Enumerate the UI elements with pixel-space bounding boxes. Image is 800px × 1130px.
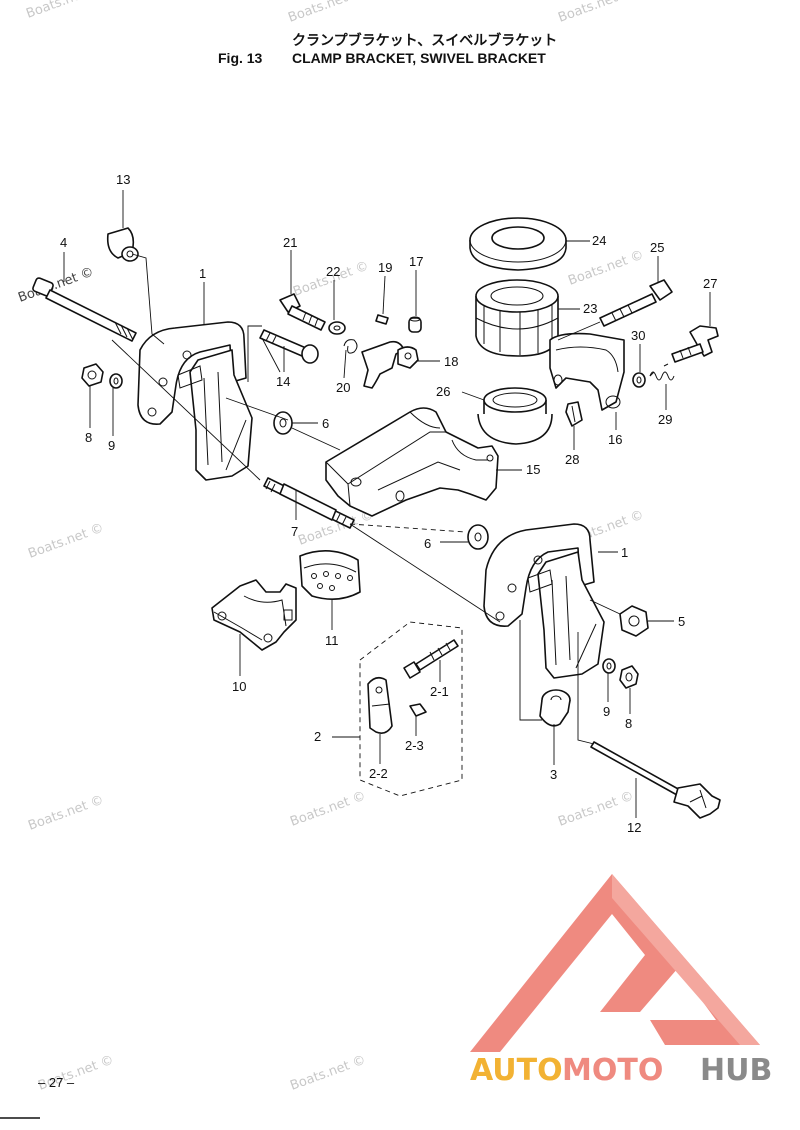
part-2-3-pin <box>409 703 427 717</box>
part-11-half-bushing <box>299 550 361 600</box>
part-8-nut-left <box>81 363 104 387</box>
callout-25: 25 <box>650 240 664 255</box>
figure-number: Fig. 13 <box>218 50 263 66</box>
watermark: Boats.net © <box>566 248 646 289</box>
leader-lines <box>63 190 711 818</box>
callout-2: 2 <box>314 729 321 744</box>
watermark: Boats.net © <box>26 793 106 834</box>
watermark: Boats.net © <box>556 0 636 26</box>
callout-2-2: 2-2 <box>369 766 388 781</box>
title-block: クランプブラケット、スイベルブラケット Fig. 13 CLAMP BRACKE… <box>218 32 557 66</box>
part-27-wing-bolt <box>671 325 719 363</box>
callout-3: 3 <box>550 767 557 782</box>
part-30-washer <box>632 372 646 388</box>
part-15-swivel-bracket <box>325 407 499 517</box>
part-2-1-bolt <box>403 639 459 679</box>
callout-9: 9 <box>603 704 610 719</box>
part-10-lower-mount <box>211 579 297 651</box>
callout-7: 7 <box>291 524 298 539</box>
logo-hub: HUB <box>700 1053 772 1088</box>
callout-26: 26 <box>436 384 450 399</box>
title-english: CLAMP BRACKET, SWIVEL BRACKET <box>292 50 546 66</box>
part-5-nut <box>619 605 649 637</box>
callout-6: 6 <box>424 536 431 551</box>
callout-27: 27 <box>703 276 717 291</box>
watermark: Boats.net © <box>288 1053 368 1094</box>
callout-9: 9 <box>108 438 115 453</box>
callout-12: 12 <box>627 820 641 835</box>
part-25-bolt <box>599 279 673 327</box>
callout-28: 28 <box>565 452 579 467</box>
callout-8: 8 <box>625 716 632 731</box>
part-26-bushing <box>477 387 553 445</box>
part-6-washer-upper <box>273 411 293 435</box>
title-japanese: クランプブラケット、スイベルブラケット <box>292 32 557 48</box>
callout-22: 22 <box>326 264 340 279</box>
callouts: 13 4 1 21 22 19 17 24 25 27 23 30 14 20 … <box>60 172 717 835</box>
part-12-rod <box>590 741 721 819</box>
callout-19: 19 <box>378 260 392 275</box>
callout-29: 29 <box>658 412 672 427</box>
logo-auto: AUTO <box>470 1053 563 1088</box>
callout-23: 23 <box>583 301 597 316</box>
callout-10: 10 <box>232 679 246 694</box>
watermark: Boats.net © <box>556 789 636 830</box>
part-8-nut-right <box>619 665 639 689</box>
callout-13: 13 <box>116 172 130 187</box>
callout-21: 21 <box>283 235 297 250</box>
callout-1: 1 <box>621 545 628 560</box>
watermark: Boats.net © <box>288 789 368 830</box>
callout-8: 8 <box>85 430 92 445</box>
part-7-tilt-shaft <box>263 477 355 529</box>
watermark: Boats.net © <box>26 521 106 562</box>
part-17-pin <box>408 316 422 333</box>
logo-moto: MOTO <box>562 1053 663 1088</box>
callout-20: 20 <box>336 380 350 395</box>
part-9-washer-right <box>602 658 616 674</box>
watermark: Boats.net © <box>286 0 366 26</box>
part-24-bushing-ring <box>469 217 567 271</box>
page-number: – 27 – <box>38 1075 75 1090</box>
part-13-cap <box>106 227 139 262</box>
callout-1: 1 <box>199 266 206 281</box>
callout-2-1: 2-1 <box>430 684 449 699</box>
part-3-rubber-plug <box>539 689 571 727</box>
part-4-through-bolt <box>32 277 137 342</box>
watermark: Boats.net © <box>24 0 104 22</box>
callout-30: 30 <box>631 328 645 343</box>
part-6-washer-lower <box>467 524 489 550</box>
callout-14: 14 <box>276 374 290 389</box>
part-2-2-stopper <box>367 676 393 734</box>
callout-6: 6 <box>322 416 329 431</box>
part-21-bolt <box>279 293 326 331</box>
part-14-bolt <box>259 329 319 364</box>
callout-17: 17 <box>409 254 423 269</box>
callout-5: 5 <box>678 614 685 629</box>
part-23-bushing <box>475 279 559 357</box>
part-20-spring <box>343 339 358 354</box>
automotohub-logo: AUTO MOTO HUB <box>470 874 772 1088</box>
callout-4: 4 <box>60 235 67 250</box>
callout-16: 16 <box>608 432 622 447</box>
part-19-pin <box>375 314 389 325</box>
part-1-clamp-bracket-left <box>137 321 253 481</box>
part-29-spring <box>649 363 675 381</box>
callout-15: 15 <box>526 462 540 477</box>
part-28-plate <box>565 401 583 427</box>
callout-24: 24 <box>592 233 606 248</box>
part-9-washer-left <box>109 373 123 389</box>
part-16-swivel-housing <box>549 332 625 411</box>
callout-2-3: 2-3 <box>405 738 424 753</box>
part-22-washer <box>328 321 346 335</box>
callout-11: 11 <box>325 633 339 648</box>
part-1-clamp-bracket-right <box>483 523 605 679</box>
callout-18: 18 <box>444 354 458 369</box>
part-18-lever <box>361 340 419 389</box>
